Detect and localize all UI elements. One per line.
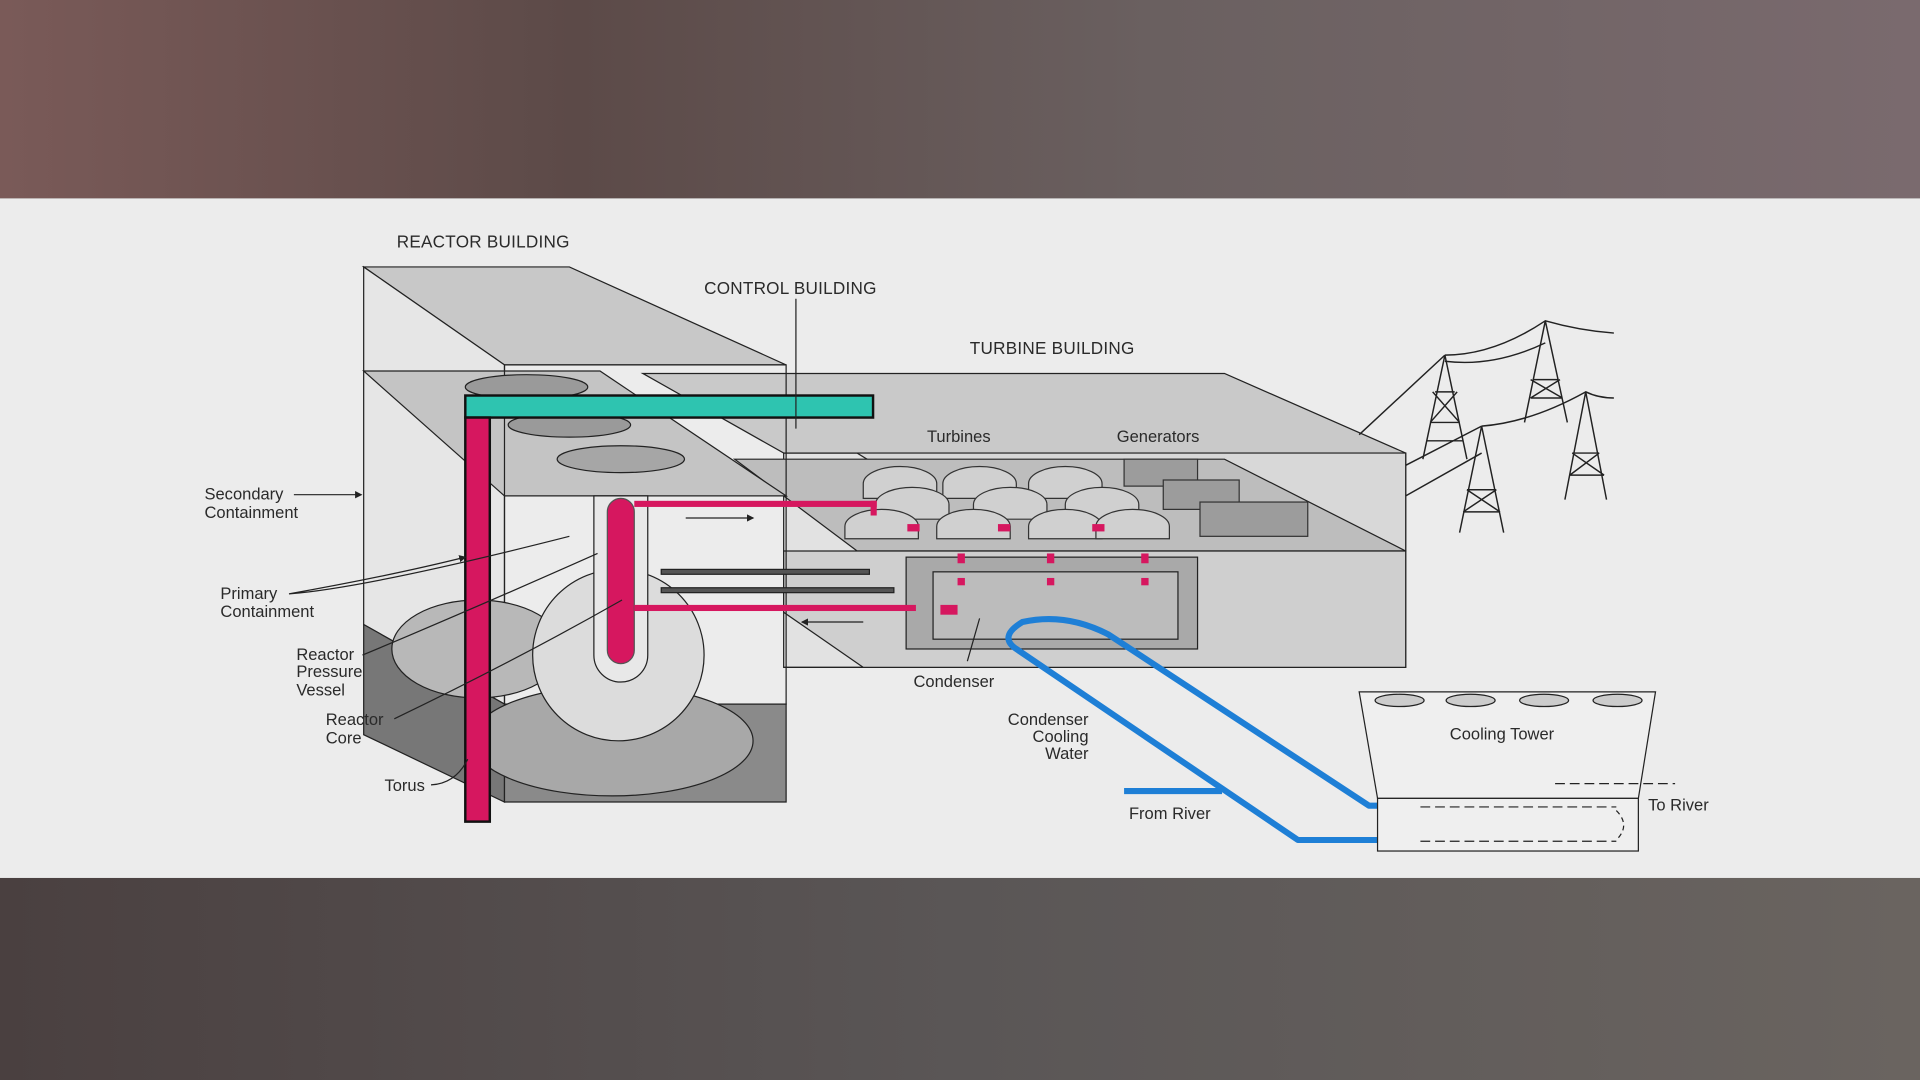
label-reactor-pressure-vessel-2: Pressure: [296, 662, 362, 681]
label-reactor-core-2: Core: [326, 728, 362, 747]
leader-lines: [288, 298, 981, 786]
label-condenser-cooling-water-2: Cooling: [1033, 727, 1089, 746]
label-reactor-pressure-vessel: Reactor: [296, 645, 354, 664]
turbines: [844, 465, 1170, 540]
label-primary-containment-2: Containment: [220, 602, 314, 621]
label-reactor-building: REACTOR BUILDING: [397, 231, 570, 251]
steam-lines: [634, 500, 916, 612]
label-reactor-core: Reactor: [326, 710, 384, 729]
label-turbine-building: TURBINE BUILDING: [970, 338, 1135, 358]
cooling-tower: [1358, 691, 1676, 852]
label-cooling-tower: Cooling Tower: [1450, 725, 1555, 744]
blurred-background-bottom: [0, 877, 1920, 1080]
turbine-steam-connectors: [907, 524, 1149, 615]
transmission-towers: [1358, 320, 1614, 533]
generators: [1123, 458, 1309, 537]
label-torus: Torus: [384, 776, 424, 795]
label-condenser-cooling-water-3: Water: [1045, 744, 1089, 763]
label-turbines: Turbines: [927, 427, 991, 446]
label-secondary-containment: Secondary: [204, 485, 284, 504]
reactor-pressure-vessel-core: [606, 497, 635, 665]
label-generators: Generators: [1117, 427, 1200, 446]
labels: REACTOR BUILDING CONTROL BUILDING TURBIN…: [204, 231, 1709, 823]
label-primary-containment: Primary: [220, 584, 278, 603]
condenser-cooling-water-pipe: [1005, 615, 1421, 844]
label-from-river: From River: [1129, 804, 1211, 823]
main-pipes: [464, 394, 875, 823]
blurred-background-top: [0, 0, 1920, 199]
label-condenser: Condenser: [913, 672, 994, 691]
label-secondary-containment-2: Containment: [204, 503, 298, 522]
label-control-building: CONTROL BUILDING: [704, 278, 877, 298]
label-reactor-pressure-vessel-3: Vessel: [296, 681, 345, 700]
label-condenser-cooling-water: Condenser: [1008, 710, 1089, 729]
label-to-river: To River: [1648, 796, 1709, 815]
